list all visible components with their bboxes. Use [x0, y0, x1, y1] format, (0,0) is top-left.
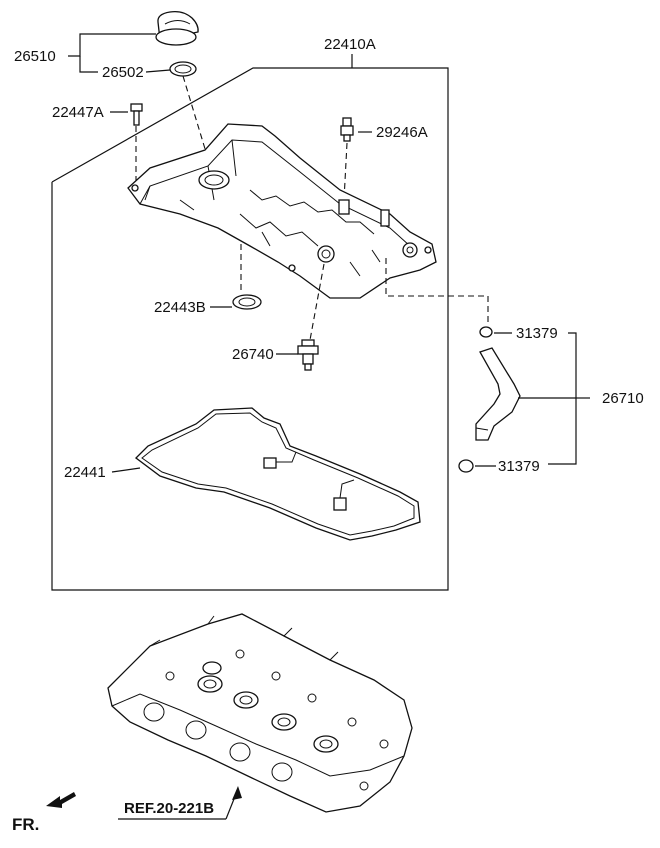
label-oil-cap-gasket: 26502	[102, 64, 144, 81]
front-arrow-icon	[46, 792, 76, 808]
label-front: FR.	[12, 815, 39, 834]
label-gasket: 22441	[64, 464, 106, 481]
pcv-valve	[297, 339, 319, 371]
oil-filler-cap	[155, 10, 199, 46]
label-hose: 26710	[602, 390, 644, 407]
assembly-frame	[51, 67, 449, 591]
breather-hose	[475, 347, 521, 441]
clamp-top	[479, 326, 493, 338]
label-seal-ring: 22443B	[154, 299, 206, 316]
oil-cap-gasket	[169, 61, 197, 77]
valve-cover	[127, 123, 437, 299]
label-clamp-bottom: 31379	[498, 458, 540, 475]
bolt	[130, 103, 143, 126]
label-clamp-top: 31379	[516, 325, 558, 342]
label-pcv-valve: 26740	[232, 346, 274, 363]
cylinder-head	[107, 613, 413, 813]
label-pcv-fitting: 29246A	[376, 124, 428, 141]
label-bolt: 22447A	[52, 104, 104, 121]
label-cover-assy: 22410A	[324, 36, 376, 53]
gasket	[135, 407, 421, 541]
label-ref: REF.20-221B	[124, 800, 214, 817]
pcv-fitting	[340, 117, 354, 142]
clamp-bottom	[458, 459, 474, 473]
label-oil-cap: 26510	[14, 48, 56, 65]
seal-ring	[232, 294, 262, 310]
